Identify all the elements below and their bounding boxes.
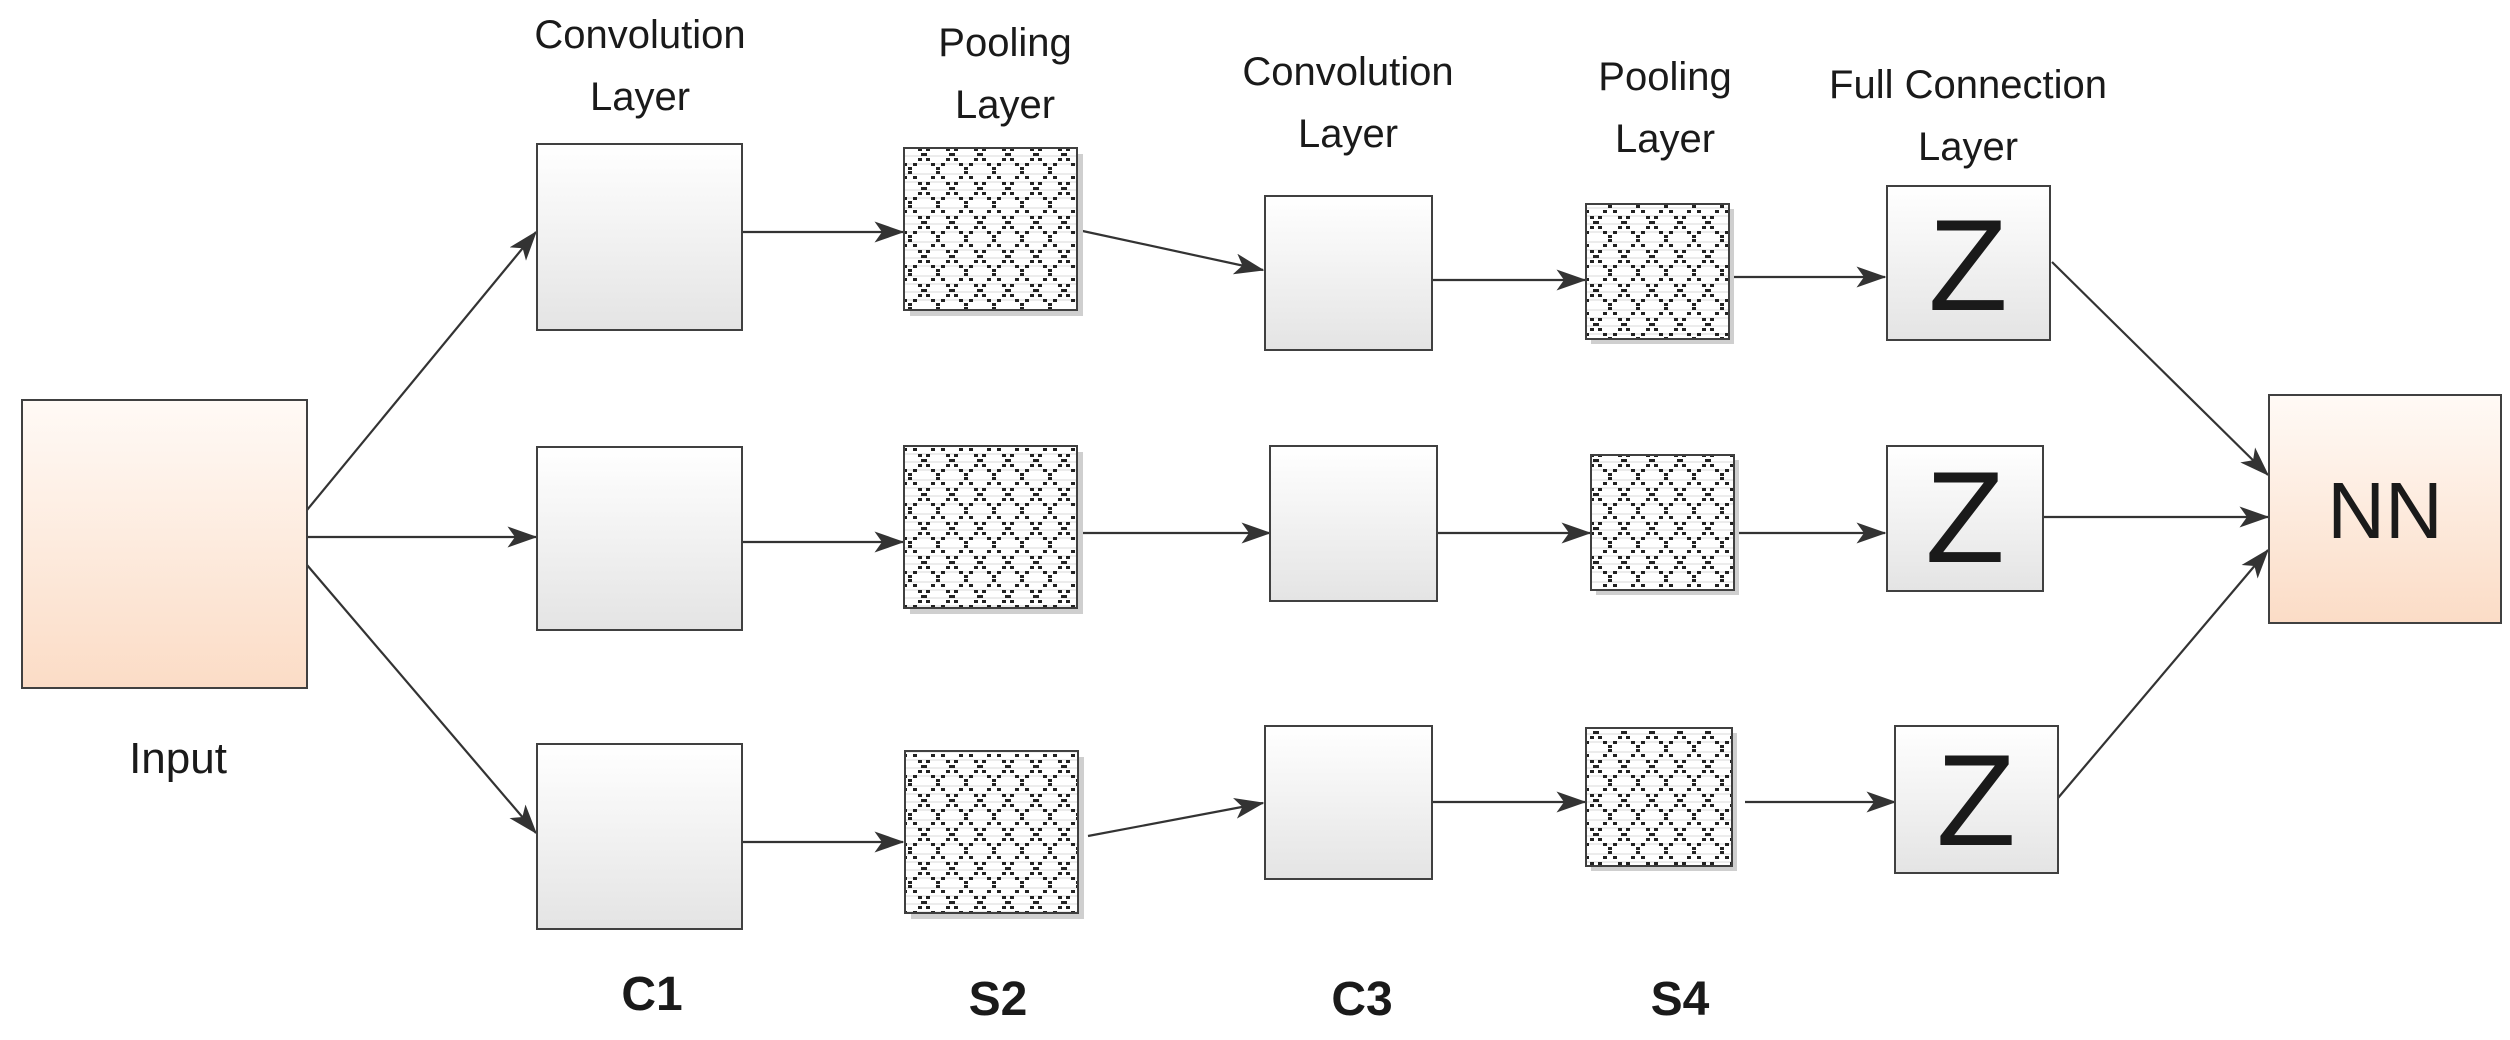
arrow-input-to-c1-bottom <box>306 564 537 835</box>
header-conv2-line1: Convolution <box>1242 50 1453 94</box>
conv1-box-bottom <box>536 743 743 930</box>
conv2-box-bottom <box>1264 725 1433 880</box>
fc-symbol-bottom: Z <box>1936 727 2015 873</box>
conv2-box-middle <box>1269 445 1438 602</box>
arrow-s2-to-c3-top <box>1077 228 1265 275</box>
header-pool2-line2: Layer <box>1615 117 1715 161</box>
stage-code-c3: C3 <box>1331 973 1392 1026</box>
header-conv1-line2: Layer <box>590 75 690 119</box>
fc-column <box>1886 185 2059 874</box>
header-full-line1: Full Connection <box>1829 63 2107 107</box>
arrow-fc-to-nn-bottom <box>2057 548 2269 799</box>
arrow-input-to-c1-top <box>306 230 537 511</box>
header-pool1-line2: Layer <box>955 83 1055 127</box>
layer-headers: Convolution Layer Pooling Layer Convolut… <box>534 13 2107 169</box>
pool2-box-bottom <box>1585 727 1733 867</box>
stage-code-s2: S2 <box>969 973 1028 1026</box>
pool1-box-top <box>903 147 1078 311</box>
pool2-box-top <box>1585 203 1730 340</box>
output-nn-box <box>2268 394 2502 624</box>
fc-box-middle <box>1886 445 2044 592</box>
c3-column <box>1264 195 1438 880</box>
stage-code-s4: S4 <box>1651 973 1710 1026</box>
arrow-fc-to-nn-top <box>2051 261 2270 477</box>
conv1-box-middle <box>536 446 743 631</box>
output-label: NN <box>2327 466 2443 555</box>
arrow-s2-to-c3-bottom <box>1087 797 1265 838</box>
s4-column <box>1585 203 1739 871</box>
fc-box-top <box>1886 185 2051 341</box>
header-pool1-line1: Pooling <box>938 21 1071 65</box>
conv2-box-top <box>1264 195 1433 351</box>
connectors <box>306 221 2270 853</box>
pool1-box-bottom <box>904 750 1079 914</box>
conv1-box-top <box>536 143 743 331</box>
header-pool2-line1: Pooling <box>1598 55 1731 99</box>
header-full-line2: Layer <box>1918 125 2018 169</box>
fc-box-bottom <box>1894 725 2059 874</box>
fc-symbol-top: Z <box>1928 192 2007 338</box>
header-conv2-line2: Layer <box>1298 112 1398 156</box>
header-conv1-line1: Convolution <box>534 13 745 57</box>
stage-codes: C1 S2 C3 S4 <box>621 968 1709 1026</box>
stage-code-c1: C1 <box>621 968 682 1021</box>
pool1-box-middle <box>903 445 1078 609</box>
c1-column <box>536 143 743 930</box>
fc-symbol-middle: Z <box>1925 444 2004 590</box>
pool2-box-middle <box>1590 454 1735 591</box>
s2-column <box>903 147 1084 919</box>
input-box <box>21 399 308 689</box>
input-label: Input <box>129 734 227 783</box>
